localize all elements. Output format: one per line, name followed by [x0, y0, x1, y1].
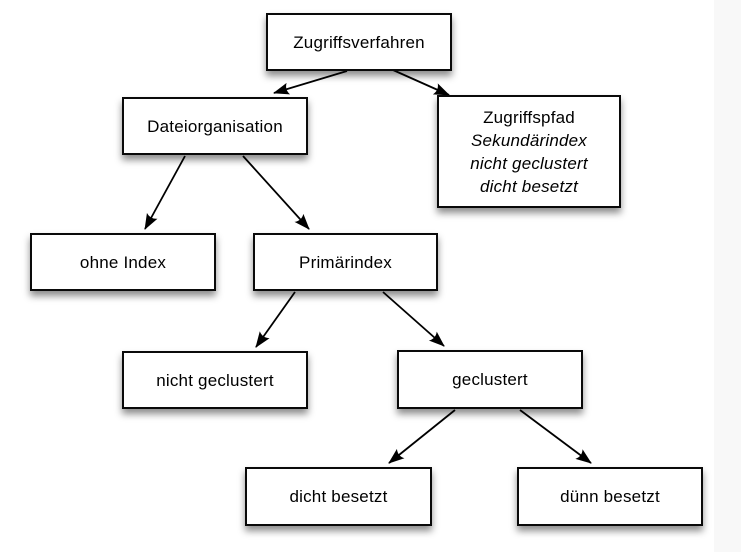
arrow-geclustert-to-dicht-besetzt [388, 409, 456, 464]
node-label-line: nicht geclustert [156, 370, 274, 390]
node-zugriffsverfahren: Zugriffsverfahren [266, 13, 452, 71]
arrow-primaerindex-to-nicht-geclustert [255, 291, 296, 348]
arrow-dateiorganisation-to-primaerindex [242, 155, 310, 230]
arrow-zugriffsverfahren-to-zugriffspfad [392, 69, 450, 96]
right-margin-band [714, 0, 741, 552]
node-label-line: dicht besetzt [289, 487, 388, 506]
node-label-line: Zugriffspfad [483, 107, 575, 127]
node-label-line: geclustert [452, 370, 528, 389]
node-primaerindex: Primärindex [253, 233, 438, 291]
node-label-line: Sekundärindex [470, 130, 587, 150]
node-label-line: Dateiorganisation [147, 116, 283, 136]
arrow-dateiorganisation-to-ohne-index [144, 155, 186, 230]
node-label-line: dünn besetzt [560, 487, 660, 506]
arrow-geclustert-to-duenn-besetzt [519, 409, 592, 464]
node-dateiorganisation: Dateiorganisation [122, 97, 308, 155]
node-ohne-index: ohne Index [30, 233, 216, 291]
node-label-line: nicht geclustert [470, 153, 588, 173]
arrow-zugriffsverfahren-to-dateiorganisation [273, 70, 348, 95]
node-label-line: ohne Index [79, 252, 167, 272]
node-label-line: Primärindex [299, 252, 392, 272]
node-label-line: Zugriffsverfahren [293, 32, 425, 52]
node-geclustert: geclustert [397, 350, 583, 409]
arrow-primaerindex-to-geclustert [382, 291, 445, 347]
node-nicht-geclustert: nicht geclustert [122, 351, 308, 409]
node-dicht-besetzt: dicht besetzt [245, 467, 432, 526]
node-duenn-besetzt: dünn besetzt [517, 467, 703, 526]
node-label-line: dicht besetzt [479, 176, 579, 196]
